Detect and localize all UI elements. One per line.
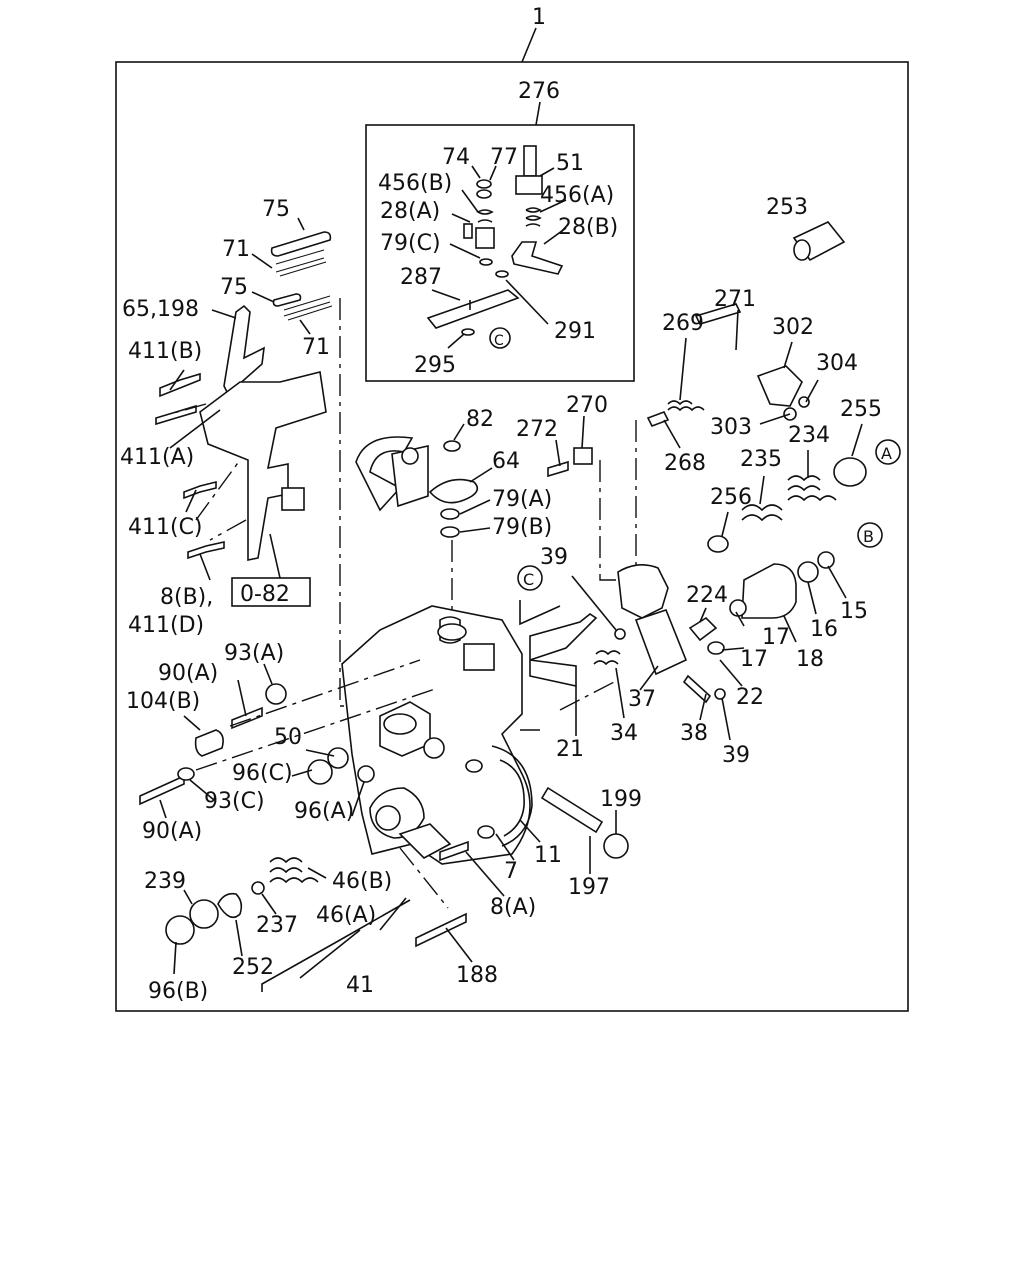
subassembly-inset xyxy=(365,124,635,382)
callout-a: A xyxy=(881,444,892,463)
main-housing xyxy=(341,605,540,865)
part-label: 34 xyxy=(610,721,638,746)
part-label: 197 xyxy=(568,875,610,900)
subassembly-number: 276 xyxy=(518,79,560,104)
part-label: 188 xyxy=(456,963,498,988)
part-label: 411(C) xyxy=(128,515,203,540)
part-label: 199 xyxy=(600,787,642,812)
assembly-number: 1 xyxy=(532,5,546,30)
part-label: 303 xyxy=(710,415,752,440)
part-label: 71 xyxy=(302,335,330,360)
part-label: 17 xyxy=(762,625,790,650)
part-label: 16 xyxy=(810,617,838,642)
part-label: 295 xyxy=(414,353,456,378)
part-label: 239 xyxy=(144,869,186,894)
part-label: 272 xyxy=(516,417,558,442)
part-label: 96(B) xyxy=(148,979,208,1004)
part-label: 302 xyxy=(772,315,814,340)
assembly-frame xyxy=(115,61,909,1012)
part-label: 96(C) xyxy=(232,761,293,786)
part-label: 38 xyxy=(680,721,708,746)
part-label: 50 xyxy=(274,725,302,750)
part-label: 11 xyxy=(534,843,562,868)
part-label: 271 xyxy=(714,287,756,312)
part-label: 411(A) xyxy=(120,445,194,470)
part-label: 21 xyxy=(556,737,584,762)
part-label: 28(A) xyxy=(380,199,440,224)
part-label: 65,198 xyxy=(122,297,199,322)
part-label: 41 xyxy=(346,973,374,998)
part-label: 17 xyxy=(740,647,768,672)
right-parts: A B C xyxy=(517,221,901,711)
part-label: 51 xyxy=(556,151,584,176)
part-label: 287 xyxy=(400,265,442,290)
top-left-parts: 0-82 xyxy=(155,231,418,707)
part-label: 8(A) xyxy=(490,895,536,920)
part-label: 46(B) xyxy=(332,869,392,894)
callout-c: C xyxy=(523,570,534,589)
part-label: 252 xyxy=(232,955,274,980)
part-label: 235 xyxy=(740,447,782,472)
part-label: 269 xyxy=(662,311,704,336)
part-label: 224 xyxy=(686,583,728,608)
part-label: 237 xyxy=(256,913,298,938)
part-label: 79(C) xyxy=(380,231,441,256)
part-label: 304 xyxy=(816,351,858,376)
part-label: 411(D) xyxy=(128,613,204,638)
part-label: 46(A) xyxy=(316,903,376,928)
part-label: 255 xyxy=(840,397,882,422)
part-label: 77 xyxy=(490,145,518,170)
part-label: 90(A) xyxy=(158,661,218,686)
part-label: 15 xyxy=(840,599,868,624)
part-label: 456(A) xyxy=(540,183,614,208)
left-fasteners xyxy=(139,659,439,806)
part-label: 268 xyxy=(664,451,706,476)
part-label: 270 xyxy=(566,393,608,418)
part-label: 104(B) xyxy=(126,689,200,714)
part-label: 79(B) xyxy=(492,515,552,540)
reference-box xyxy=(231,577,311,607)
part-label: 456(B) xyxy=(378,171,452,196)
part-label: 64 xyxy=(492,449,520,474)
part-label: 7 xyxy=(504,859,518,884)
part-label: 93(A) xyxy=(224,641,284,666)
callout-b: B xyxy=(863,527,874,546)
part-label: 90(A) xyxy=(142,819,202,844)
bottom-parts xyxy=(165,786,629,992)
leader-lines xyxy=(159,217,863,975)
callout-c-inset: C xyxy=(494,333,504,349)
part-label: 71 xyxy=(222,237,250,262)
part-label: 79(A) xyxy=(492,487,552,512)
part-label: 96(A) xyxy=(294,799,354,824)
part-label: 253 xyxy=(766,195,808,220)
reference-box-label: 0-82 xyxy=(240,582,290,607)
part-label: 234 xyxy=(788,423,830,448)
part-label: 93(C) xyxy=(204,789,265,814)
part-label: 39 xyxy=(540,545,568,570)
part-label: 22 xyxy=(736,685,764,710)
inset-parts: C xyxy=(426,145,567,349)
part-label: 18 xyxy=(796,647,824,672)
part-label: 39 xyxy=(722,743,750,768)
part-label: 291 xyxy=(554,319,596,344)
part-label: 28(B) xyxy=(558,215,618,240)
lever-assembly xyxy=(355,436,593,626)
part-number-labels: 74 77 51 456(B) 456(A) 28(A) 28(B) 79(C)… xyxy=(120,145,882,1004)
part-label: 8(B), xyxy=(160,585,213,610)
part-label: 75 xyxy=(262,197,290,222)
part-label: 256 xyxy=(710,485,752,510)
part-label: 37 xyxy=(628,687,656,712)
part-label: 82 xyxy=(466,407,494,432)
part-label: 75 xyxy=(220,275,248,300)
part-label: 411(B) xyxy=(128,339,202,364)
part-label: 74 xyxy=(442,145,470,170)
